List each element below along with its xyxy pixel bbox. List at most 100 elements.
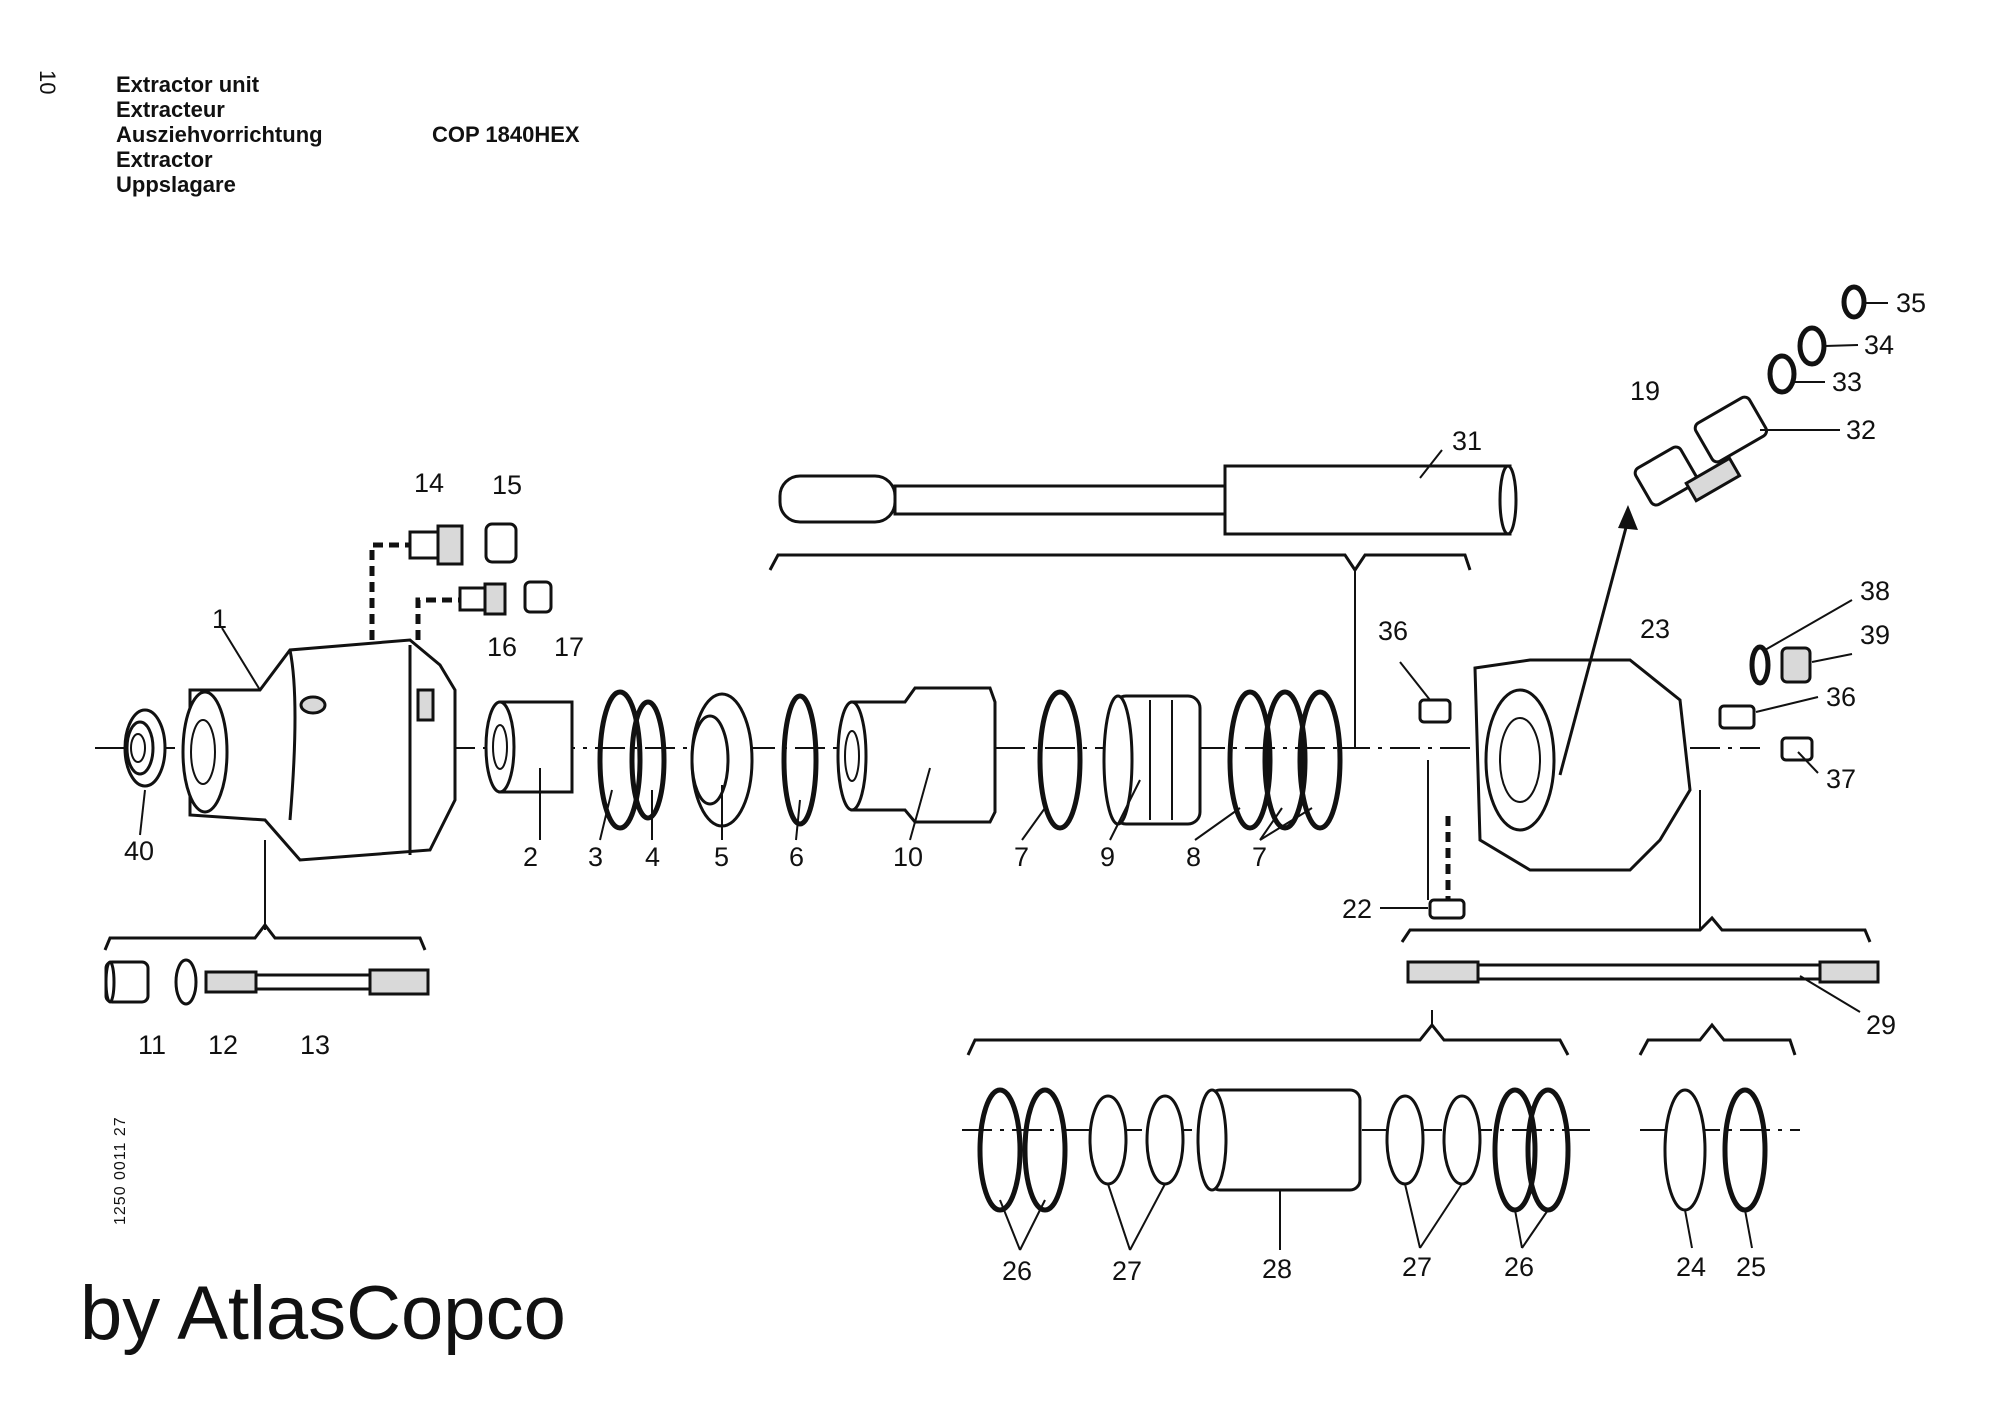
- part-label: 7: [1252, 842, 1267, 872]
- part-label: 10: [893, 842, 923, 872]
- part-33-ring: [1767, 353, 1797, 395]
- part-label: 22: [1342, 894, 1372, 924]
- part-27-seal-a: [1088, 1094, 1128, 1186]
- part-6-ring: [781, 693, 819, 827]
- part-label: 25: [1736, 1252, 1766, 1282]
- brand-caption: by AtlasCopco: [80, 1271, 566, 1356]
- part-label: 1: [212, 604, 227, 634]
- part-label: 11: [138, 1030, 166, 1060]
- part-label: 34: [1864, 330, 1894, 360]
- group-bracket-left: [103, 922, 427, 951]
- part-label: 32: [1846, 415, 1876, 445]
- part-25-ring: [1722, 1087, 1768, 1213]
- part-19-valve: [1633, 445, 1742, 507]
- part-label: 17: [554, 632, 584, 662]
- title-es: Extractor: [116, 147, 213, 172]
- link-line-16: [415, 597, 460, 640]
- part-label: 16: [487, 632, 517, 662]
- part-label: 5: [714, 842, 729, 872]
- part-7-ring-a: [1037, 689, 1083, 831]
- part-7-ring-b: [1262, 689, 1308, 831]
- part-15-cap: [484, 522, 518, 564]
- part-34-ring: [1797, 325, 1827, 367]
- part-label: 7: [1014, 842, 1029, 872]
- title-de: Ausziehvorrichtung: [116, 122, 323, 147]
- part-label: 15: [492, 470, 522, 500]
- label-leaders: [139, 302, 1888, 1251]
- title-fr: Extracteur: [116, 97, 225, 122]
- title-en: Extractor unit: [116, 72, 260, 97]
- part-23-rear-housing: [1473, 658, 1692, 872]
- part-label: 3: [588, 842, 603, 872]
- part-label: 35: [1896, 288, 1926, 318]
- part-3-ring: [597, 689, 643, 831]
- group-bracket-lower-left: [966, 1022, 1570, 1056]
- group-bracket-31: [768, 553, 1472, 573]
- part-26-ring-a: [977, 1087, 1023, 1213]
- part-label: 28: [1262, 1254, 1292, 1284]
- title-sv: Uppslagare: [116, 172, 236, 197]
- part-label: 8: [1186, 842, 1201, 872]
- part-37-plug: [1780, 736, 1814, 762]
- part-label: 2: [523, 842, 538, 872]
- part-28-piston: [1196, 1088, 1362, 1192]
- part-label: 26: [1504, 1252, 1534, 1282]
- part-32-valve-body: [1693, 395, 1769, 464]
- part-label: 37: [1826, 764, 1856, 794]
- model-number: COP 1840HEX: [432, 122, 580, 147]
- arrow-to-19: [1558, 519, 1630, 776]
- part-24-ring: [1663, 1088, 1707, 1212]
- part-label: 38: [1860, 576, 1890, 606]
- part-label: 19: [1630, 376, 1660, 406]
- part-label: 6: [789, 842, 804, 872]
- part-label: 31: [1452, 426, 1482, 456]
- group-bracket-29: [1400, 915, 1872, 943]
- part-22-plug: [1428, 898, 1466, 920]
- part-14-fitting: [408, 524, 464, 566]
- part-36-plug-a: [1418, 698, 1452, 724]
- part-label: 40: [124, 836, 154, 866]
- part-29-bolt: [1406, 960, 1880, 984]
- part-label: 27: [1402, 1252, 1432, 1282]
- part-label: 12: [208, 1030, 238, 1060]
- arrow-head: [1618, 505, 1638, 530]
- part-36-plug-b: [1718, 704, 1756, 730]
- part-label: 33: [1832, 367, 1862, 397]
- part-13-bolt: [204, 968, 430, 996]
- part-label: 36: [1826, 682, 1856, 712]
- part-label: 9: [1100, 842, 1115, 872]
- part-9-piston: [1102, 694, 1202, 826]
- part-1-front-housing: [181, 638, 457, 862]
- part-label: 4: [645, 842, 660, 872]
- part-8-ring: [1227, 689, 1273, 831]
- part-38-washer: [1749, 644, 1771, 686]
- part-label: 14: [414, 468, 444, 498]
- group-bracket-lower-right: [1638, 1022, 1797, 1056]
- part-label: 23: [1640, 614, 1670, 644]
- part-17-cap: [523, 580, 553, 614]
- part-label: 24: [1676, 1252, 1706, 1282]
- part-16-fitting: [458, 582, 507, 616]
- part-27-seal-b: [1145, 1094, 1185, 1186]
- part-35-ring: [1841, 284, 1867, 320]
- part-27-seal-c: [1385, 1094, 1425, 1186]
- part-10-sleeve: [836, 686, 997, 824]
- part-26-ring-b: [1022, 1087, 1068, 1213]
- part-27-seal-d: [1442, 1094, 1482, 1186]
- part-label: 39: [1860, 620, 1890, 650]
- part-31-shank-adapter: [778, 464, 1518, 536]
- part-11-nut: [104, 960, 150, 1004]
- part-39-plug: [1780, 646, 1812, 684]
- link-line-14: [369, 542, 410, 640]
- part-label: 29: [1866, 1010, 1896, 1040]
- part-label: 13: [300, 1030, 330, 1060]
- part-40-nipple: [123, 708, 167, 788]
- part-2-bushing: [484, 700, 574, 794]
- part-7-ring-c: [1297, 689, 1343, 831]
- part-label: 36: [1378, 616, 1408, 646]
- part-4-ring: [629, 699, 667, 821]
- part-label: 26: [1002, 1256, 1032, 1286]
- part-12-washer: [174, 958, 198, 1006]
- part-label: 27: [1112, 1256, 1142, 1286]
